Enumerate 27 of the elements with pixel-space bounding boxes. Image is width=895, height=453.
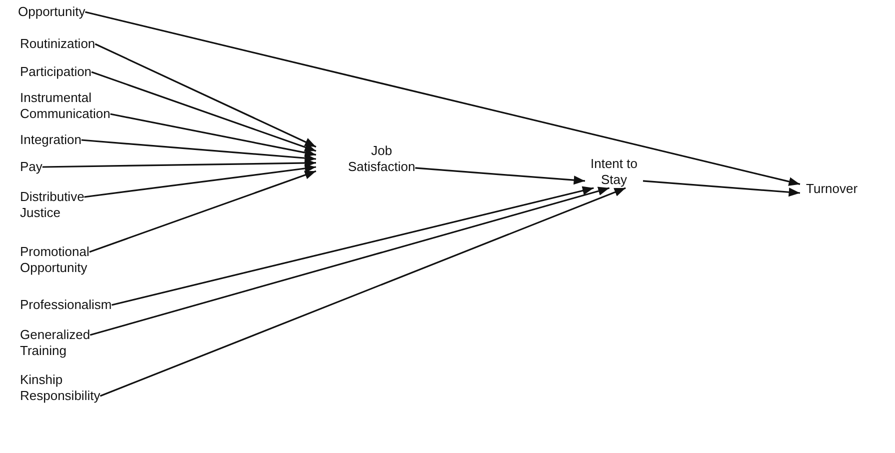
arrow	[110, 113, 316, 158]
variable-label: Integration	[20, 132, 82, 148]
variable-label: Opportunity	[18, 4, 86, 20]
arrow	[100, 187, 626, 397]
arrow	[89, 170, 316, 253]
variable-label: Distributive Justice	[20, 189, 84, 221]
variable-label: Promotional Opportunity	[20, 244, 90, 276]
variable-label: Kinship Responsibility	[20, 372, 100, 404]
arrow	[81, 139, 316, 163]
variable-label: Turnover	[800, 181, 858, 197]
arrow	[415, 167, 586, 185]
variable-label: Generalized Training	[20, 327, 90, 359]
variable-label: Instrumental Communication	[20, 90, 110, 122]
arrow	[85, 11, 800, 186]
arrow	[90, 186, 610, 336]
arrow	[112, 186, 594, 306]
variable-label: Routinization	[20, 36, 96, 52]
variable-label: Intent to Stay	[585, 156, 643, 188]
variable-label: Job Satisfaction	[316, 143, 416, 175]
variable-label: Pay	[20, 159, 42, 175]
arrow	[42, 158, 316, 168]
variable-label: Participation	[20, 64, 92, 80]
variable-label: Professionalism	[20, 297, 112, 313]
arrow	[94, 43, 316, 148]
arrow	[642, 180, 800, 197]
arrow	[91, 71, 316, 152]
arrow	[84, 164, 316, 198]
